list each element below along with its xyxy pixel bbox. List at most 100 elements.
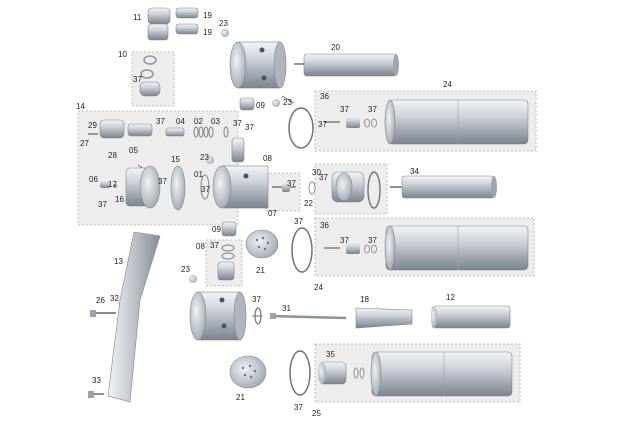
part-20-cylinder — [294, 53, 399, 77]
label-23: 23 — [181, 265, 190, 274]
label-36: 36 — [320, 221, 329, 230]
part-33-bolt — [88, 391, 104, 398]
label-09: 09 — [212, 225, 221, 234]
label-23: 23 — [219, 19, 228, 28]
label-28: 28 — [108, 151, 117, 160]
label-10: 10 — [118, 50, 127, 59]
part-34-cylinder — [390, 175, 497, 199]
label-04: 04 — [176, 117, 185, 126]
label-37: 37 — [252, 295, 261, 304]
label-21: 21 — [236, 393, 245, 402]
label-37: 37 — [368, 105, 377, 114]
part-31-rod — [269, 313, 347, 320]
label-13: 13 — [114, 257, 123, 266]
part-12-cylinder — [431, 305, 511, 329]
label-14: 14 — [76, 102, 85, 111]
label-37: 37 — [340, 105, 349, 114]
part-37-oring-low — [254, 307, 262, 325]
label-08: 08 — [263, 154, 272, 163]
part-09-nut — [239, 97, 255, 111]
label-24: 24 — [314, 283, 323, 292]
label-37: 37 — [294, 403, 303, 412]
part-18-taper — [355, 307, 413, 329]
label-03: 03 — [211, 117, 220, 126]
label-24: 24 — [443, 80, 452, 89]
label-07: 07 — [268, 209, 277, 218]
group-box-07 — [265, 172, 301, 212]
label-31: 31 — [282, 304, 291, 313]
label-36: 36 — [320, 92, 329, 101]
label-27: 27 — [80, 139, 89, 148]
label-23: 23 — [283, 98, 292, 107]
part-35-group — [318, 351, 513, 397]
label-37: 37 — [318, 120, 327, 129]
part-10-rings — [139, 55, 161, 97]
part-01-central-body — [200, 165, 296, 209]
label-32: 32 — [110, 294, 119, 303]
part-19-couplers — [175, 7, 199, 35]
part-37-oring-bottom — [289, 350, 311, 396]
part-26-bolt — [90, 310, 116, 317]
label-37: 37 — [156, 117, 165, 126]
label-05: 05 — [129, 146, 138, 155]
part-08-group — [217, 244, 235, 281]
part-main-body-top — [229, 41, 287, 89]
label-16: 16 — [115, 195, 124, 204]
label-37: 37 — [368, 236, 377, 245]
label-30: 30 — [312, 168, 321, 177]
label-11: 11 — [133, 13, 142, 22]
label-37: 37 — [233, 119, 242, 128]
label-29: 29 — [88, 121, 97, 130]
label-20: 20 — [331, 43, 340, 52]
label-33: 33 — [92, 376, 101, 385]
label-37: 37 — [158, 177, 167, 186]
label-21: 21 — [256, 266, 265, 275]
part-group-14 — [88, 119, 245, 211]
label-01: 01 — [194, 170, 203, 179]
part-23-ball-top — [221, 29, 229, 37]
label-37: 37 — [340, 236, 349, 245]
label-23: 23 — [200, 153, 209, 162]
part-21-endcap-mid — [245, 229, 279, 259]
label-37: 37 — [98, 200, 107, 209]
part-37-oring-top — [288, 107, 314, 149]
part-11-fitting — [147, 7, 171, 41]
label-37: 37 — [245, 123, 254, 132]
part-main-body-low — [189, 291, 247, 341]
label-37: 37 — [294, 217, 303, 226]
part-23-ball-low — [189, 275, 197, 283]
part-37-oring-mid — [291, 227, 313, 273]
parts — [88, 7, 529, 403]
label-15: 15 — [171, 155, 180, 164]
label-18: 18 — [360, 295, 369, 304]
label-35: 35 — [326, 350, 335, 359]
label-37: 37 — [319, 173, 328, 182]
label-26: 26 — [96, 296, 105, 305]
label-25: 25 — [312, 409, 321, 418]
label-37: 37 — [201, 185, 210, 194]
part-21-endcap-low — [229, 355, 267, 389]
part-24-cylinder-mid — [324, 225, 529, 271]
label-37: 37 — [287, 179, 296, 188]
part-labels: 11 19 19 23 10 37 20 24 36 37 37 37 09 2… — [76, 11, 455, 418]
part-24-cylinder-top — [324, 99, 529, 145]
label-22: 22 — [304, 199, 313, 208]
label-37: 37 — [133, 75, 142, 84]
group-box-10 — [131, 51, 175, 107]
label-37: 37 — [210, 241, 219, 250]
part-23-ball-mid — [272, 99, 280, 107]
label-09: 09 — [256, 101, 265, 110]
label-19: 19 — [203, 11, 212, 20]
label-08: 08 — [196, 242, 205, 251]
label-02: 02 — [194, 117, 203, 126]
label-12: 12 — [446, 293, 455, 302]
label-06: 06 — [89, 175, 98, 184]
part-30-group — [308, 171, 365, 203]
label-34: 34 — [410, 167, 419, 176]
part-13-bracket — [107, 231, 161, 403]
label-17: 17 — [108, 180, 117, 189]
part-09-nut-mid — [221, 221, 237, 237]
part-37-oring-30 — [367, 171, 381, 209]
